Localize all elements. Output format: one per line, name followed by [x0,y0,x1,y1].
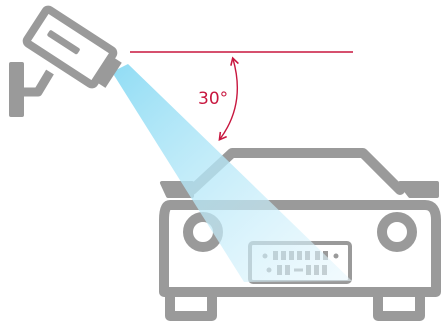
camera-view-beam [112,64,352,282]
angle-arc-arrow [218,56,239,142]
security-camera-icon [9,5,122,117]
angle-label: 30° [198,89,228,109]
